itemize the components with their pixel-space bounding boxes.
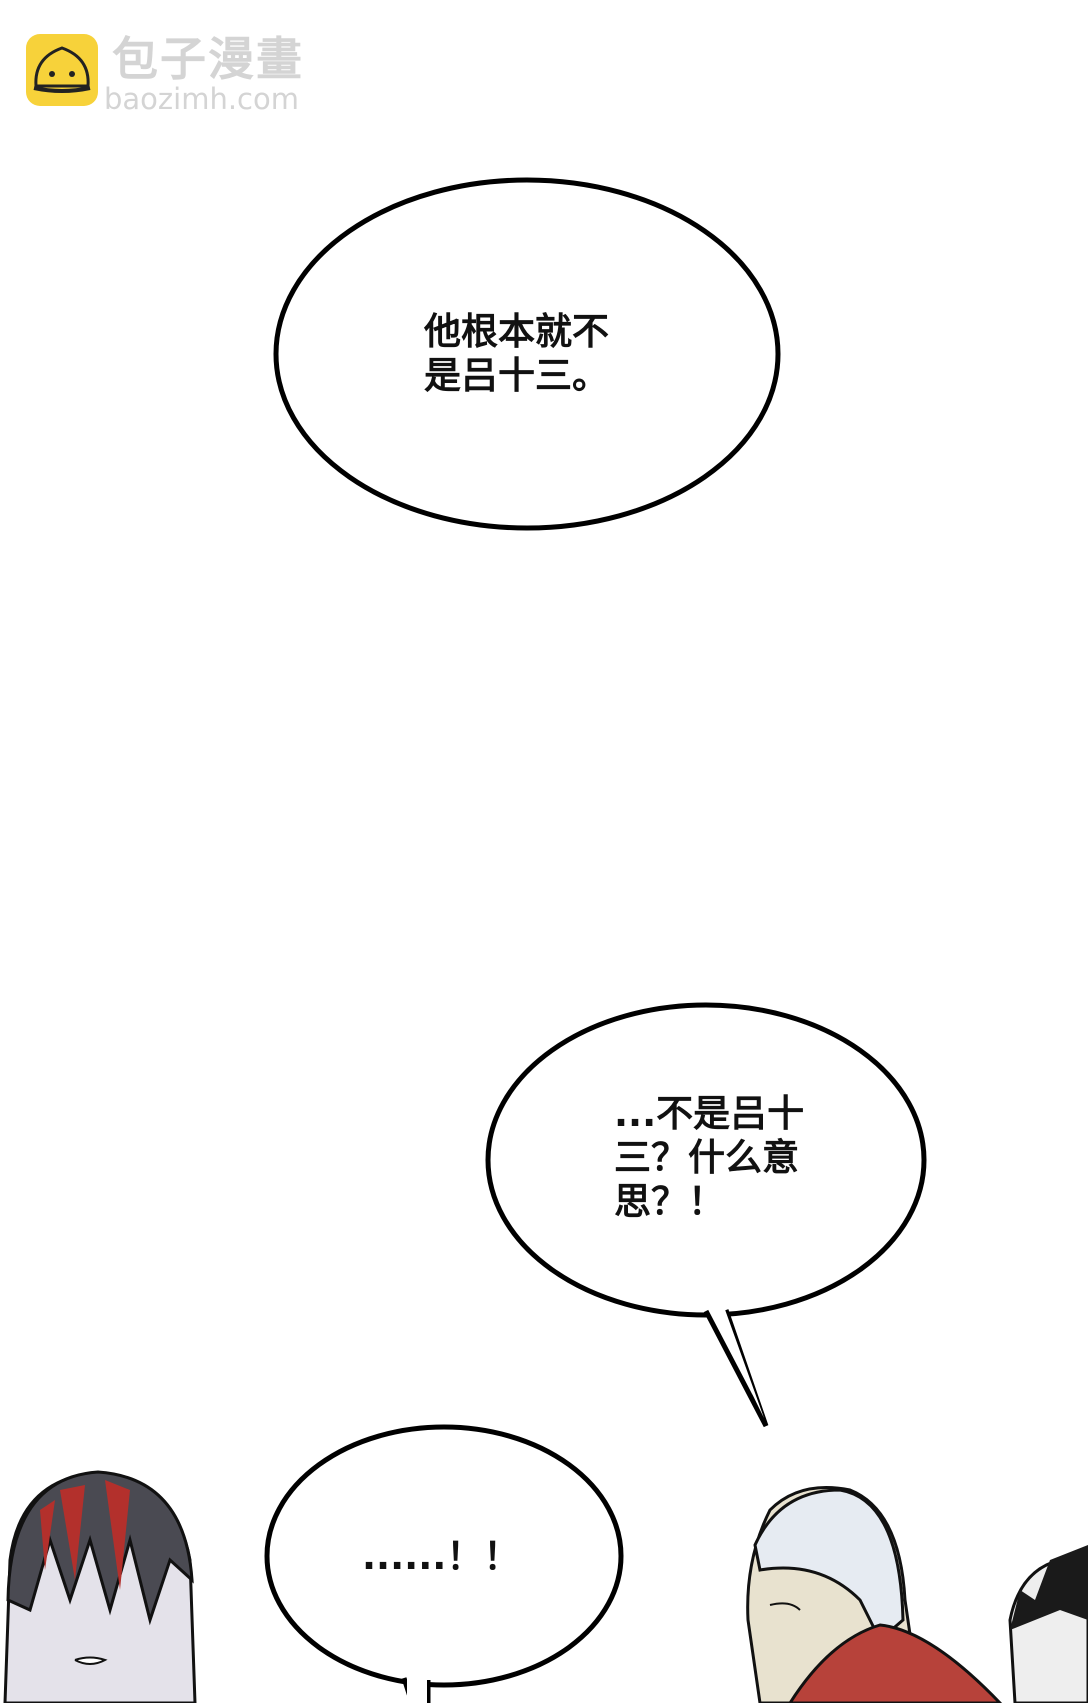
bubble-1-text: 他根本就不 是吕十三。 [424, 310, 609, 397]
baozi-logo-icon [26, 34, 98, 106]
character-spiky-hair [1008, 1545, 1088, 1703]
bubble-3-text: ......！！ [362, 1535, 521, 1578]
watermark-brand-cn: 包子漫畫 [112, 32, 304, 86]
speech-bubble-1 [273, 177, 781, 531]
speech-bubble-3 [264, 1424, 624, 1703]
watermark-url: baozimh.com [104, 82, 299, 116]
character-red-streak-hair [3, 1470, 197, 1703]
speech-bubble-2 [485, 1002, 927, 1428]
bubble-2-text: ...不是吕十 三？什么意 思？！ [614, 1092, 805, 1223]
character-bandaged-man [746, 1486, 1003, 1703]
